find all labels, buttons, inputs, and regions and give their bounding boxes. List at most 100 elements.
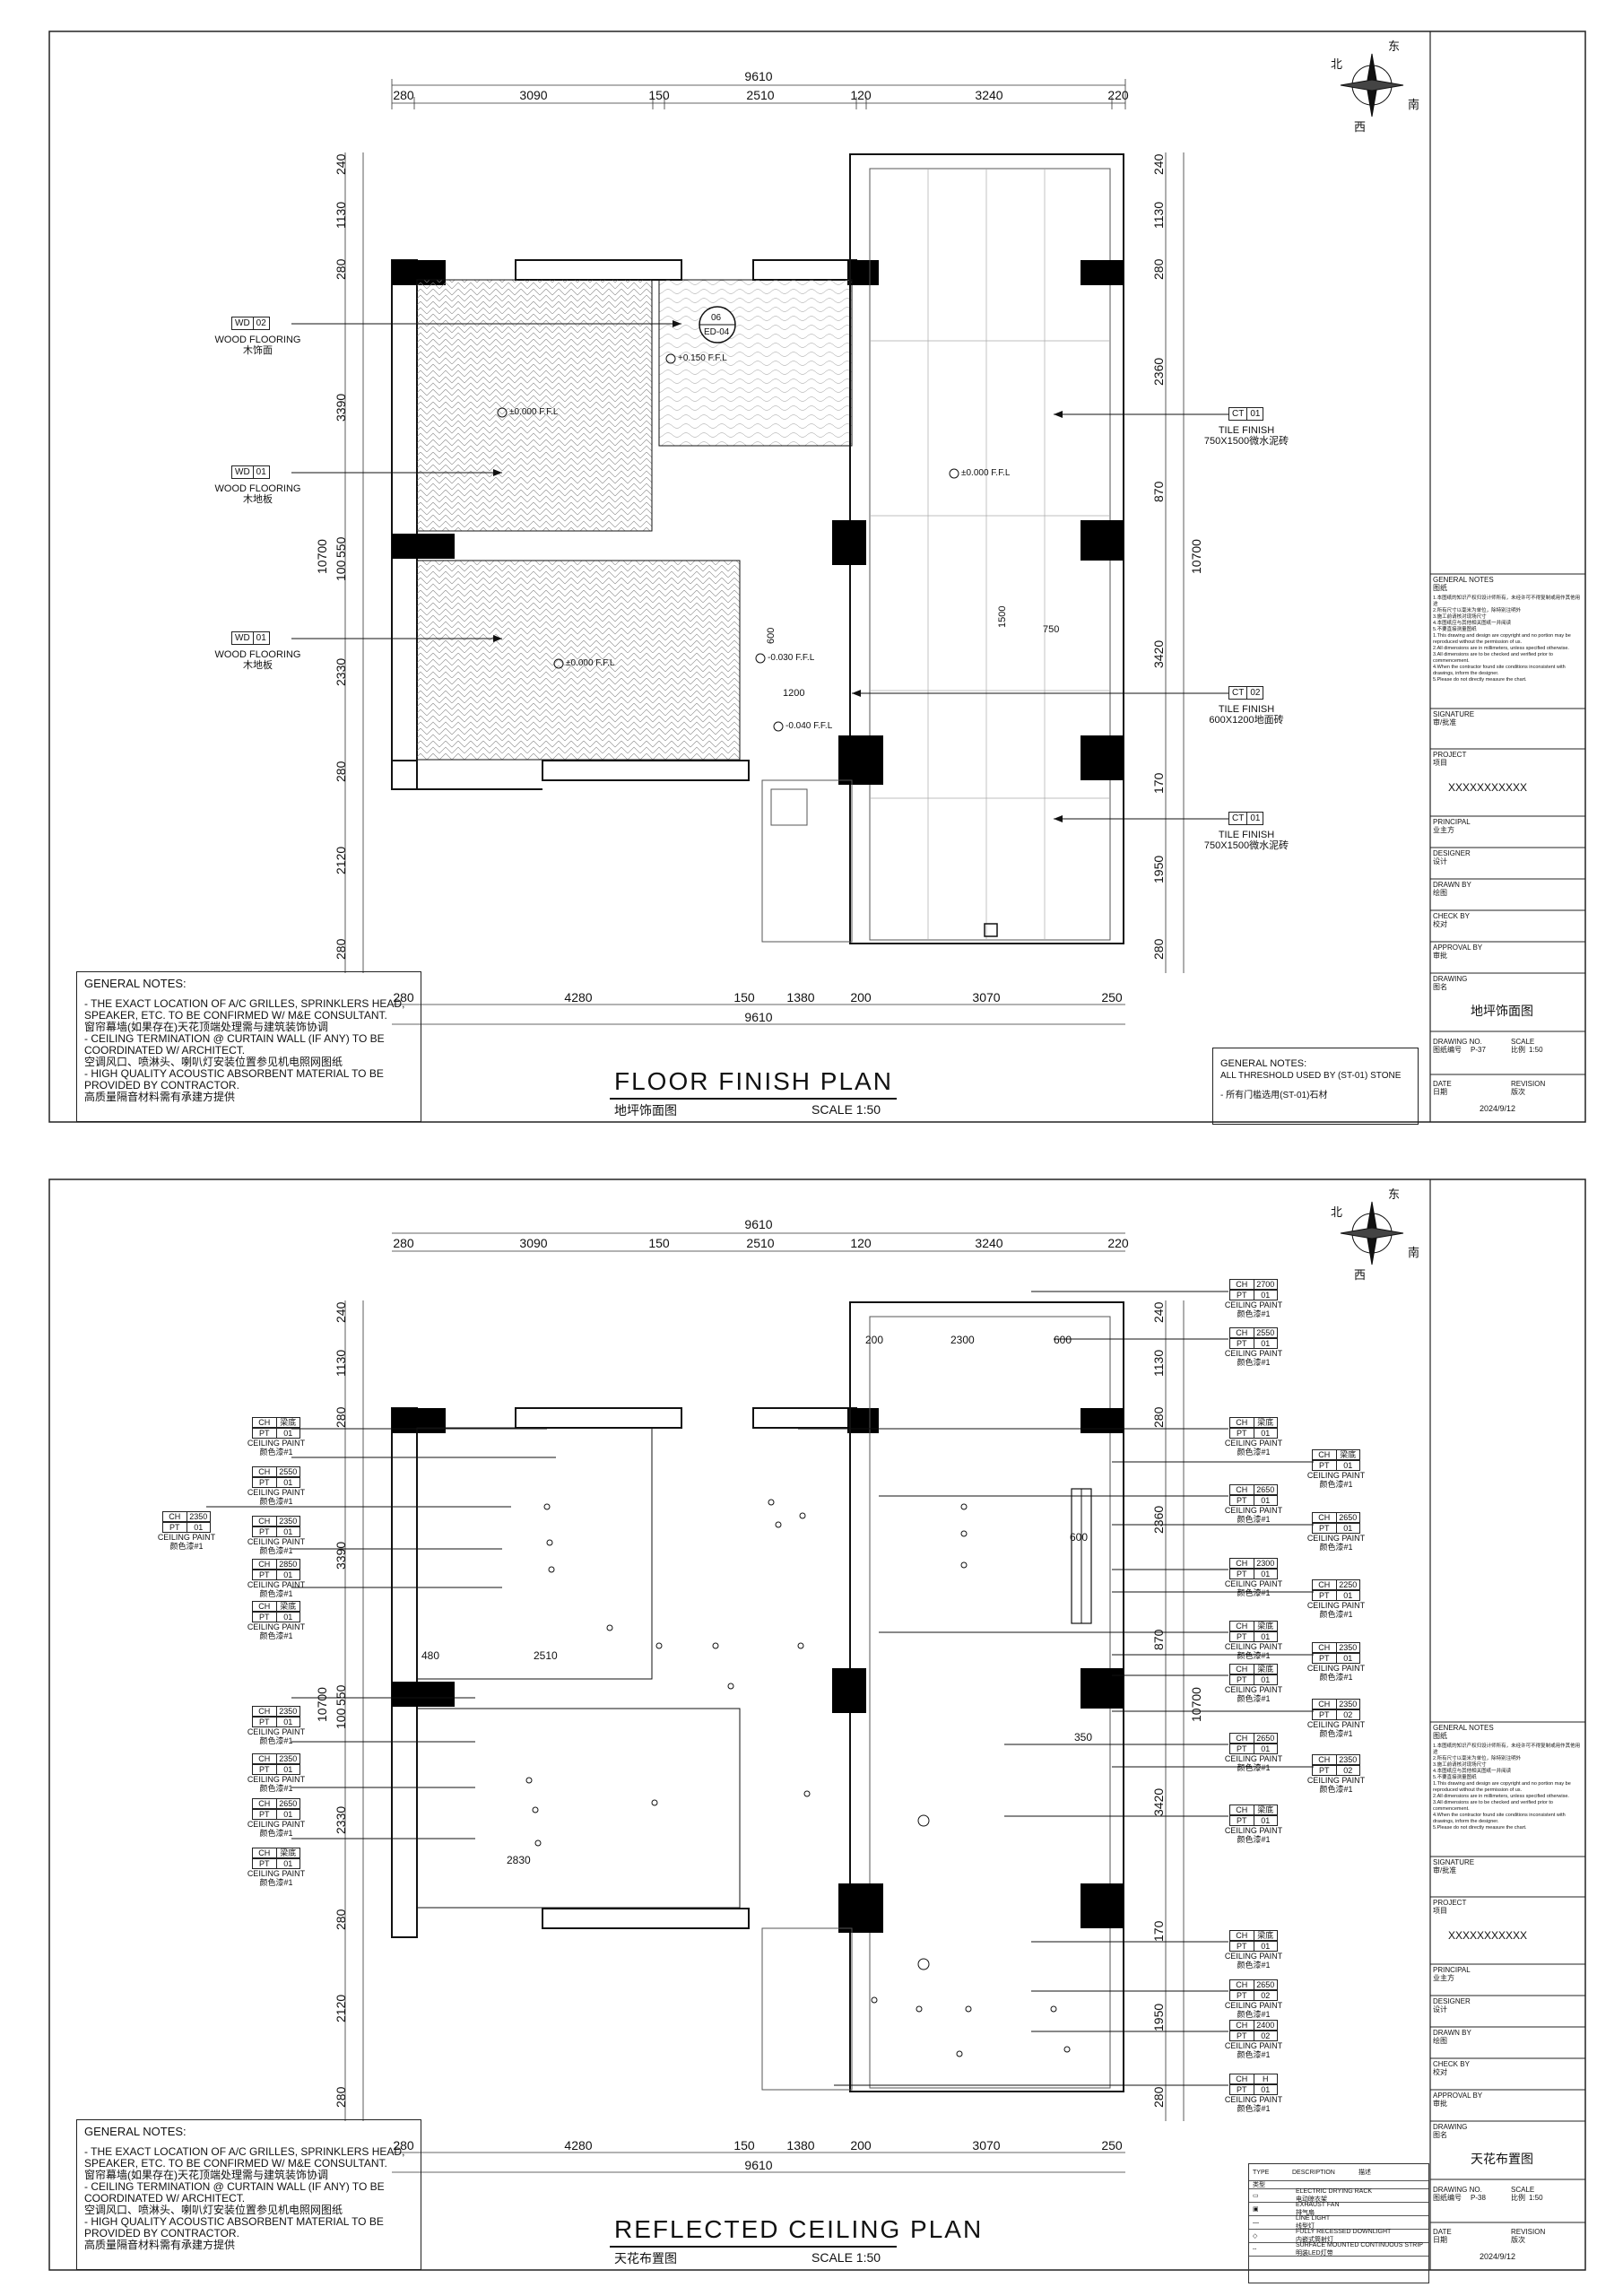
tb-general-notes-cn: 图纸	[1433, 584, 1447, 592]
tb-revision-label: REVISION	[1511, 2228, 1546, 2236]
dim-top-total: 9610	[744, 1217, 773, 1231]
tb-principal-cn: 业主方	[1433, 1974, 1454, 1982]
dim-bottom: 3070	[972, 990, 1001, 1004]
compass-east: 东	[1388, 1187, 1401, 1201]
dim-bottom: 280	[393, 990, 414, 1004]
dim-bottom-total: 9610	[744, 2158, 773, 2172]
compass-east: 东	[1388, 39, 1401, 53]
dim-left: 100	[334, 1708, 348, 1729]
tb-approval-by-cn: 审批	[1433, 952, 1447, 960]
tb-date: 2024/9/12	[1480, 1104, 1516, 1113]
plan-title: FLOOR FINISH PLAN	[614, 1067, 893, 1095]
dim-bottom: 200	[850, 2138, 872, 2152]
inner-dim: 200	[865, 1334, 884, 1346]
dim-right: 870	[1151, 481, 1166, 502]
dim-top: 280	[393, 88, 414, 102]
plan-title-cn: 天花布置图	[614, 2251, 677, 2266]
dim-left: 240	[334, 153, 348, 175]
tb-drawing-name: 地坪饰面图	[1471, 1004, 1533, 1018]
dim-left-total: 10700	[315, 539, 329, 574]
dim-left: 2330	[334, 1805, 348, 1834]
dim-right: 280	[1151, 938, 1166, 960]
dim-left: 3390	[334, 1541, 348, 1570]
dim-top: 3240	[975, 1236, 1003, 1250]
floor-finish-sheet: 北 东 南 西 9610 280 3090 150 2510 120 3240 …	[48, 30, 1586, 1125]
dim-right: 1130	[1151, 1349, 1166, 1377]
plan-scale: SCALE 1:50	[812, 2250, 881, 2265]
dim-bottom: 250	[1101, 2138, 1123, 2152]
tb-general-notes: GENERAL NOTES	[1433, 576, 1494, 584]
tb-drawing-no-label: DRAWING NO.	[1433, 1038, 1482, 1046]
level-label: -0.040 F.F.L	[785, 721, 833, 731]
dim-left: 280	[334, 258, 348, 280]
compass-south: 南	[1408, 1246, 1420, 1259]
dim-left: 3390	[334, 393, 348, 422]
tb-check-by-cn: 校对	[1433, 920, 1447, 928]
dim-right: 2360	[1151, 357, 1166, 386]
inner-dim: 1500	[997, 605, 1008, 628]
tb-signature: SIGNATURE	[1433, 710, 1475, 718]
dim-top-total: 9610	[744, 69, 773, 83]
plan-title-cn: 地坪饰面图	[614, 1103, 677, 1118]
ceiling-plan-drawing	[48, 1178, 1586, 2271]
compass-west: 西	[1354, 1268, 1367, 1282]
tb-drawn-by-cn: 绘图	[1433, 889, 1447, 897]
dim-right: 280	[1151, 1406, 1166, 1428]
inner-dim: 480	[421, 1649, 440, 1662]
tb-drawing-name: 天花布置图	[1471, 2152, 1533, 2166]
dim-right-total: 10700	[1189, 539, 1203, 574]
level-label: ±0.000 F.F.L	[509, 407, 559, 417]
dim-left: 1130	[334, 201, 348, 229]
tb-designer-cn: 设计	[1433, 857, 1447, 865]
dim-top: 220	[1107, 88, 1129, 102]
dim-right-total: 10700	[1189, 1687, 1203, 1722]
tb-designer: DESIGNER	[1433, 1997, 1471, 2005]
threshold-notes: GENERAL NOTES: ALL THRESHOLD USED BY (ST…	[1212, 1048, 1419, 1125]
dim-right: 1950	[1151, 2003, 1166, 2031]
inner-dim: 2510	[534, 1649, 558, 1662]
tb-signature-cn: 审/批准	[1433, 718, 1457, 726]
dim-left: 2120	[334, 846, 348, 874]
tb-scale-cn: 比例	[1511, 2194, 1525, 2202]
dim-bottom: 280	[393, 2138, 414, 2152]
dim-right: 2360	[1151, 1505, 1166, 1534]
dim-left: 2330	[334, 657, 348, 686]
dim-top: 150	[648, 1236, 670, 1250]
dim-bottom: 4280	[564, 2138, 593, 2152]
level-label: ±0.000 F.F.L	[961, 468, 1011, 478]
tb-date-cn: 日期	[1433, 1088, 1447, 1096]
inner-dim: 1200	[783, 688, 805, 699]
tb-approval-by: APPROVAL BY	[1433, 2092, 1483, 2100]
tb-scale: 1:50	[1529, 2194, 1543, 2202]
tb-drawing: DRAWING	[1433, 2123, 1468, 2131]
tb-revision-label: REVISION	[1511, 1080, 1546, 1088]
tb-scale-cn: 比例	[1511, 1046, 1525, 1054]
tb-drawn-by-cn: 绘图	[1433, 2037, 1447, 2045]
dim-bottom: 150	[733, 2138, 755, 2152]
tb-date-label: DATE	[1433, 2228, 1452, 2236]
compass-north: 北	[1331, 57, 1343, 71]
dim-left: 1130	[334, 1349, 348, 1377]
level-label: -0.030 F.F.L	[768, 653, 815, 663]
dim-left: 280	[334, 2086, 348, 2108]
dim-left: 280	[334, 1909, 348, 1930]
